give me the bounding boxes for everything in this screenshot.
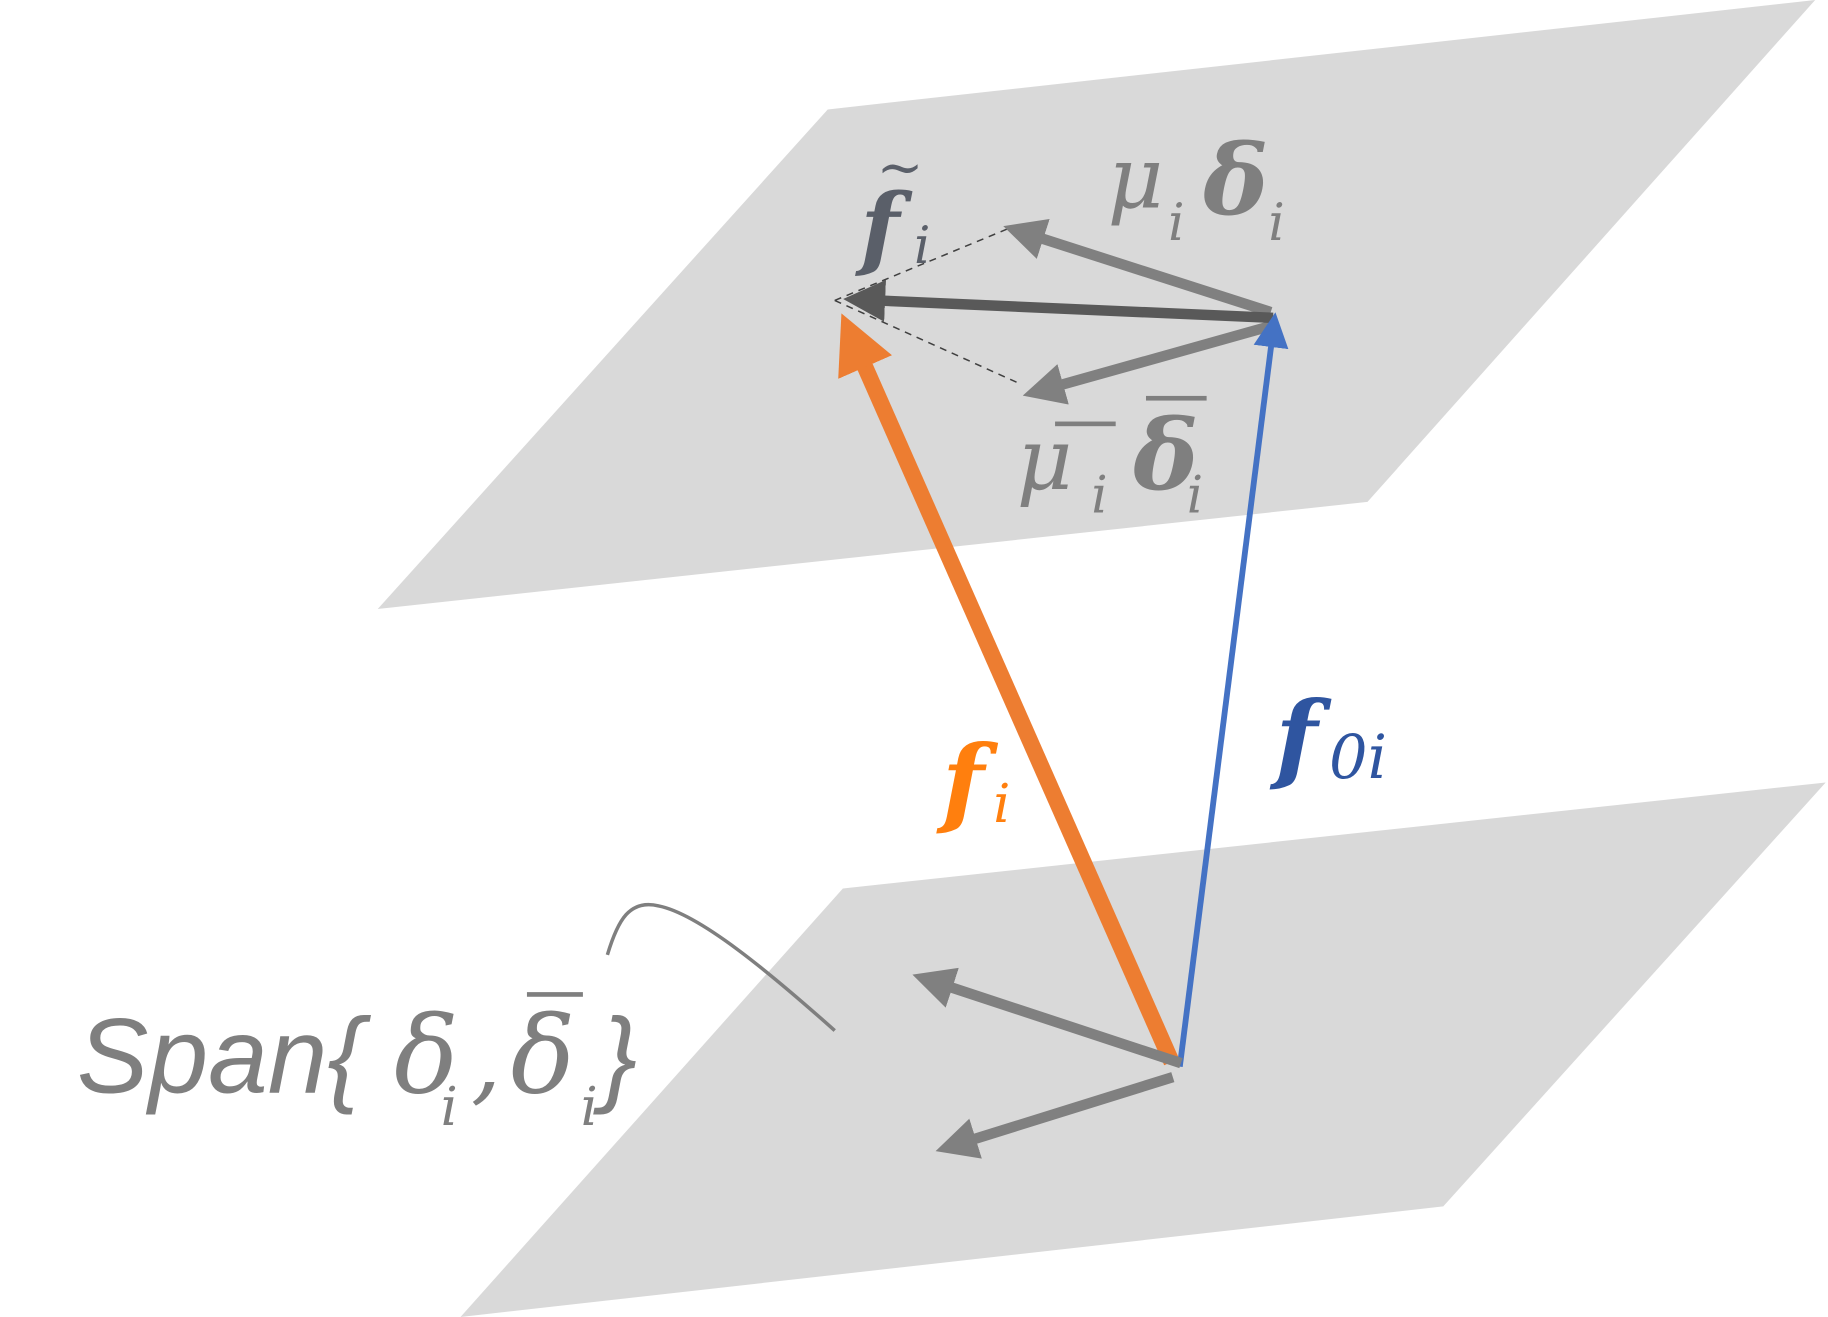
svg-text:δ: δ [1132, 398, 1198, 513]
svg-text:δ: δ [394, 994, 459, 1118]
mu-bar-delta-bar-arrow [1022, 321, 1273, 405]
svg-text:,: , [471, 1003, 501, 1115]
lower-delta-arrow [912, 967, 1183, 1069]
dashed-line-bottom [834, 299, 1022, 385]
svg-text:i: i [914, 216, 930, 276]
svg-text:δ: δ [1202, 123, 1268, 238]
svg-text:i: i [1187, 465, 1203, 525]
upper-plane [377, 0, 1816, 610]
svg-text:i: i [441, 1075, 458, 1138]
svg-text:μ: μ [1108, 128, 1164, 228]
span-callout-curve [605, 902, 836, 1032]
svg-text:Span{: Span{ [77, 995, 372, 1115]
svg-text:f: f [1269, 680, 1332, 795]
svg-text:i: i [993, 772, 1010, 835]
lower-delta-bar-arrow [935, 1072, 1175, 1159]
svg-text:0i: 0i [1329, 723, 1387, 793]
mu-delta-arrow [1003, 219, 1273, 318]
svg-text:δ: δ [511, 994, 576, 1118]
label-f-i: f i [936, 724, 1010, 839]
svg-text:i: i [1168, 193, 1184, 253]
svg-text:i: i [1268, 193, 1284, 253]
label-mu-bar-delta-bar: μ i δ i [1017, 395, 1207, 525]
label-f-0i: f 0i [1269, 680, 1387, 795]
svg-text:f: f [936, 724, 999, 839]
svg-text:i: i [581, 1075, 598, 1138]
label-span: Span{ δ i , δ i } [77, 992, 637, 1138]
label-mu-delta: μ i δ i [1108, 123, 1285, 253]
svg-text:μ: μ [1017, 410, 1073, 510]
f-tilde-arrow [843, 279, 1274, 324]
svg-text:}: } [593, 995, 638, 1115]
f-i-arrow [838, 313, 1180, 1066]
svg-text:i: i [1091, 465, 1107, 525]
svg-text:~: ~ [877, 135, 924, 200]
f-0i-arrow [1176, 312, 1289, 1068]
